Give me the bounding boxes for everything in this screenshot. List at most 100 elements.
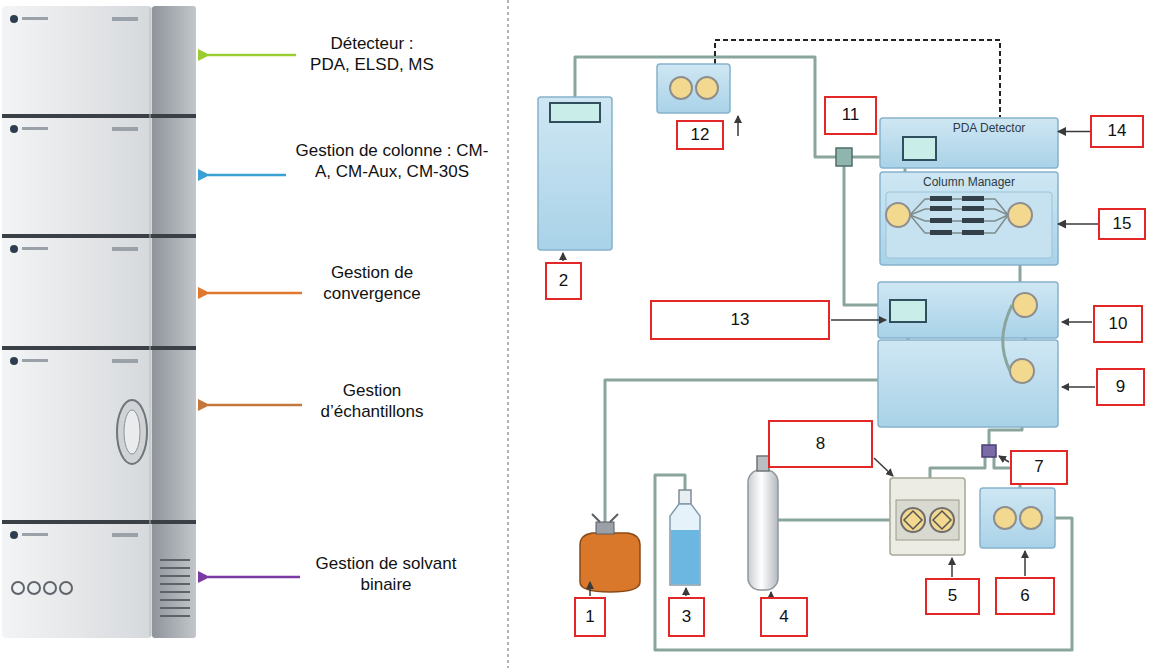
drawing-part bbox=[2, 6, 152, 638]
modules bbox=[538, 64, 1058, 555]
drawing-part bbox=[538, 97, 612, 250]
callout-number: 10 bbox=[1093, 305, 1143, 343]
module-panel: PDA Detector bbox=[880, 118, 1058, 168]
drawing-part bbox=[769, 461, 776, 463]
drawing-part bbox=[2, 234, 196, 238]
drawing-part bbox=[1013, 293, 1037, 317]
drawing-part bbox=[994, 507, 1016, 529]
drawing-part bbox=[994, 457, 1020, 488]
drawing-part bbox=[575, 57, 836, 157]
callout-text: 11 bbox=[842, 106, 860, 125]
drawing-part bbox=[1024, 551, 1026, 576]
callout-number: 1 bbox=[574, 597, 606, 637]
part-label: Gestion de convergence bbox=[316, 262, 428, 305]
drawing-part bbox=[878, 340, 1058, 427]
drawing-part bbox=[910, 215, 1008, 233]
drawing-part bbox=[1010, 359, 1034, 383]
drawing-part bbox=[901, 508, 925, 532]
callout-number: 12 bbox=[676, 120, 724, 150]
drawing-part bbox=[28, 582, 40, 594]
drawing-part bbox=[2, 520, 196, 524]
part-label: Gestion d’échantillons bbox=[313, 380, 431, 423]
drawing-part bbox=[112, 247, 138, 251]
callout-text: 2 bbox=[559, 272, 568, 291]
drawing-part bbox=[160, 607, 190, 609]
drawing-part bbox=[562, 253, 564, 261]
drawing-part bbox=[685, 588, 687, 596]
drawing-part bbox=[962, 218, 984, 223]
drawing-part bbox=[160, 583, 190, 585]
drawing-part bbox=[160, 560, 190, 616]
drawing-part bbox=[910, 199, 1008, 233]
drawing-part bbox=[208, 292, 302, 295]
callout-number: 4 bbox=[760, 597, 808, 637]
drawing-part bbox=[696, 77, 718, 99]
callout-text: 9 bbox=[1116, 378, 1125, 397]
drawing-part bbox=[679, 490, 691, 504]
callout-number: 5 bbox=[925, 578, 980, 615]
reservoirs bbox=[580, 456, 778, 592]
drawing-part bbox=[596, 522, 614, 534]
drawing-part bbox=[592, 514, 618, 522]
drawing-part bbox=[930, 206, 952, 211]
drawing-part bbox=[951, 558, 953, 577]
drawing-part bbox=[112, 17, 138, 21]
drawing-part bbox=[1062, 386, 1095, 388]
callout-text: 14 bbox=[1108, 122, 1127, 141]
drawing-part bbox=[910, 215, 1008, 221]
drawing-part bbox=[208, 174, 286, 177]
drawing-part bbox=[1008, 203, 1032, 227]
drawing-part bbox=[930, 457, 985, 478]
module-panel: Column Manager bbox=[880, 172, 1058, 265]
drawing-part bbox=[10, 15, 18, 539]
drawing-part bbox=[904, 511, 922, 529]
drawing-part bbox=[671, 530, 699, 584]
drawing-part bbox=[22, 533, 48, 536]
drawing-part bbox=[657, 64, 730, 113]
drawing-part bbox=[112, 533, 138, 537]
drawing-part bbox=[890, 300, 926, 322]
drawing-part bbox=[150, 8, 151, 636]
drawing-part bbox=[160, 575, 190, 577]
drawing-part bbox=[44, 582, 56, 594]
drawing-part bbox=[10, 125, 18, 133]
drawing-part bbox=[757, 456, 769, 471]
drawing-part bbox=[10, 531, 18, 539]
drawing-part bbox=[880, 172, 1058, 265]
drawing-part bbox=[112, 127, 138, 131]
drawing-part bbox=[112, 359, 138, 363]
drawing-part bbox=[930, 508, 954, 532]
callout-number: 9 bbox=[1096, 368, 1145, 406]
callout-number: 2 bbox=[545, 262, 582, 300]
drawing-part bbox=[160, 591, 190, 593]
callout-text: 12 bbox=[691, 126, 710, 145]
drawing-part bbox=[886, 203, 910, 227]
drawing-part bbox=[150, 8, 151, 636]
callout-text: 6 bbox=[1020, 587, 1029, 606]
drawing-part bbox=[12, 582, 24, 594]
callout-text: 8 bbox=[816, 435, 825, 454]
tubing bbox=[575, 57, 1072, 650]
callout-text: 13 bbox=[731, 311, 750, 330]
drawing-part bbox=[903, 137, 936, 160]
drawing-part bbox=[880, 118, 1058, 168]
drawing-part bbox=[22, 359, 48, 362]
callout-text: 5 bbox=[948, 587, 957, 606]
drawing-part bbox=[930, 218, 952, 223]
drawing-part bbox=[589, 582, 591, 596]
separator bbox=[507, 0, 509, 668]
drawing-part bbox=[124, 410, 140, 454]
callout-number: 3 bbox=[668, 597, 705, 637]
callout-number: 8 bbox=[768, 420, 873, 468]
callout-number: 6 bbox=[995, 577, 1055, 615]
instrument-stack bbox=[2, 6, 196, 638]
drawing-part bbox=[980, 488, 1055, 548]
drawing-part bbox=[2, 346, 196, 350]
module-title: PDA Detector bbox=[953, 122, 1026, 135]
drawing-part bbox=[982, 445, 996, 457]
callout-number: 14 bbox=[1090, 115, 1144, 148]
callout-text: 1 bbox=[585, 608, 594, 627]
signal-line bbox=[715, 40, 1000, 117]
drawing-part bbox=[778, 519, 890, 522]
callout-arrow bbox=[1058, 223, 1098, 225]
